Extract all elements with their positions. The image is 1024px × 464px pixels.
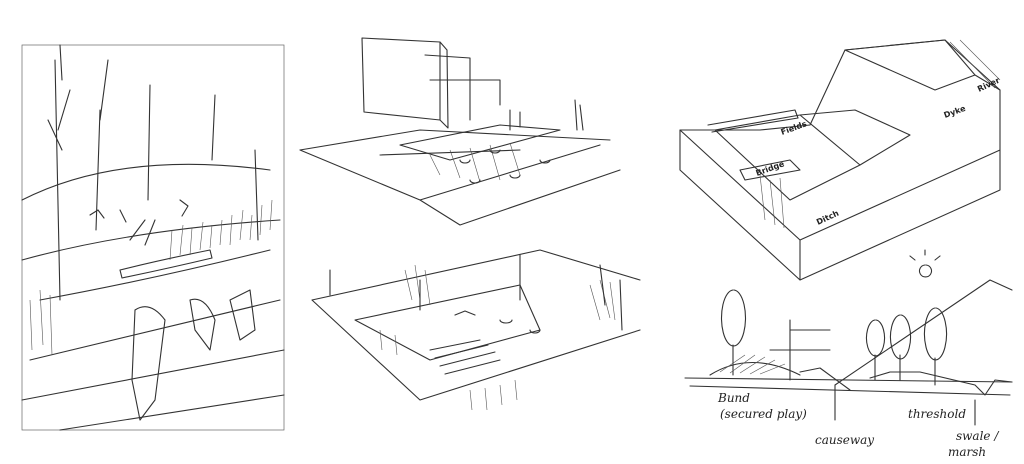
label-threshold: threshold: [908, 407, 966, 421]
landscape-section-sketch: Bund (secured play) causeway threshold s…: [684, 249, 1013, 459]
label-bund: Bund: [717, 391, 750, 405]
label-causeway: causeway: [815, 433, 874, 447]
label-marsh: marsh: [948, 445, 986, 459]
landscape-block-diagram: Fields Dyke River Bridge Ditch: [679, 39, 1001, 281]
plaza-axonometric-sketch: [299, 37, 621, 226]
terraced-garden-sketch: [311, 249, 641, 411]
label-fields: Fields: [780, 119, 809, 137]
label-secured-play: (secured play): [720, 407, 807, 421]
label-swale: swale /: [956, 429, 1000, 443]
label-dyke: Dyke: [943, 104, 968, 120]
park-perspective-sketch: [21, 44, 285, 431]
